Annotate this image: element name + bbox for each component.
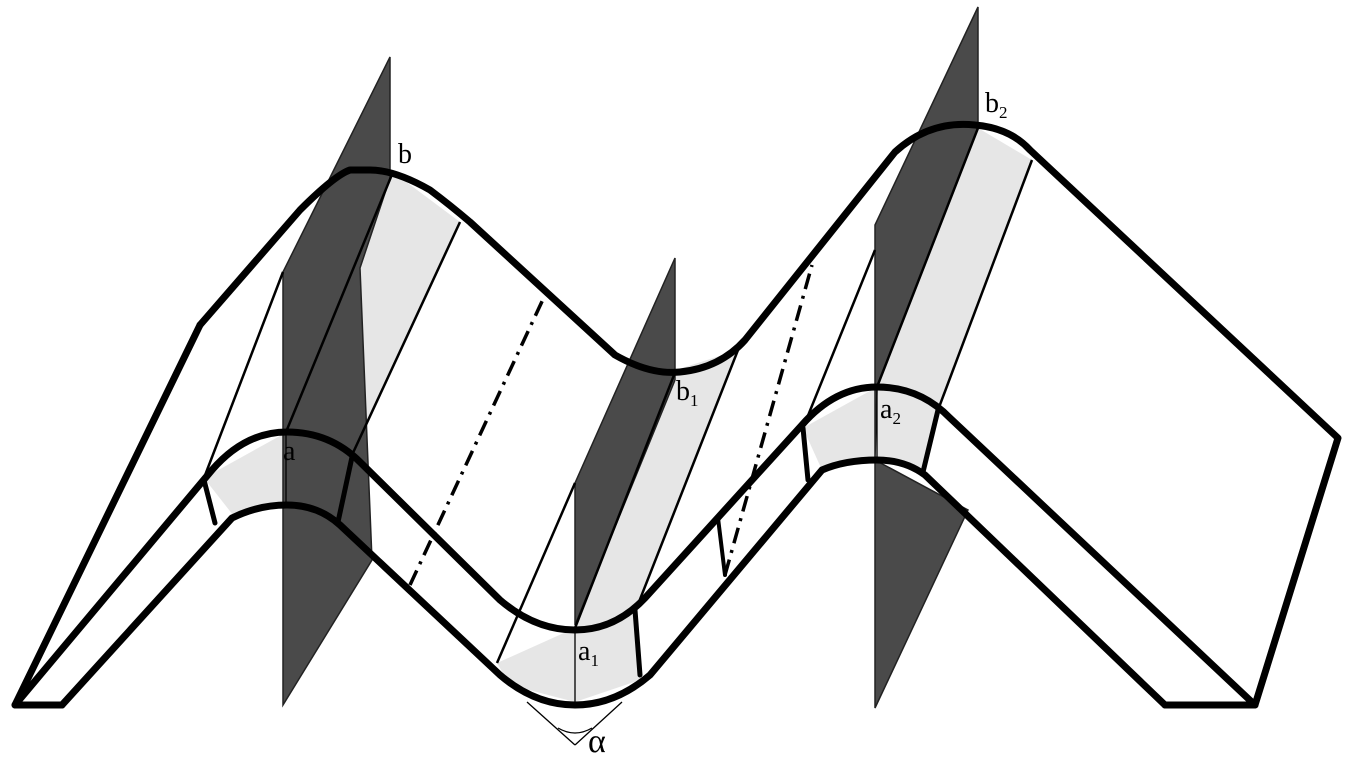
- band-a1-b1: [497, 350, 738, 702]
- label-b1: b1: [676, 376, 699, 410]
- profile-curves: [11, 120, 1342, 709]
- angle-alpha: [526, 701, 623, 746]
- label-a2: a2: [880, 394, 901, 428]
- section-edges: [201, 407, 941, 678]
- band-a2-b2: [803, 128, 1032, 470]
- labels: b a b1 a1 a2 b2 α: [283, 88, 1008, 760]
- label-b2: b2: [985, 88, 1008, 122]
- label-a1: a1: [578, 636, 599, 670]
- label-alpha: α: [588, 723, 606, 756]
- label-b: b: [398, 139, 412, 170]
- generator-lines: [202, 127, 1034, 705]
- label-a: a: [283, 436, 296, 467]
- plane-2: [574, 257, 676, 626]
- hidden-lines: [408, 264, 814, 586]
- plane-3: [874, 6, 979, 709]
